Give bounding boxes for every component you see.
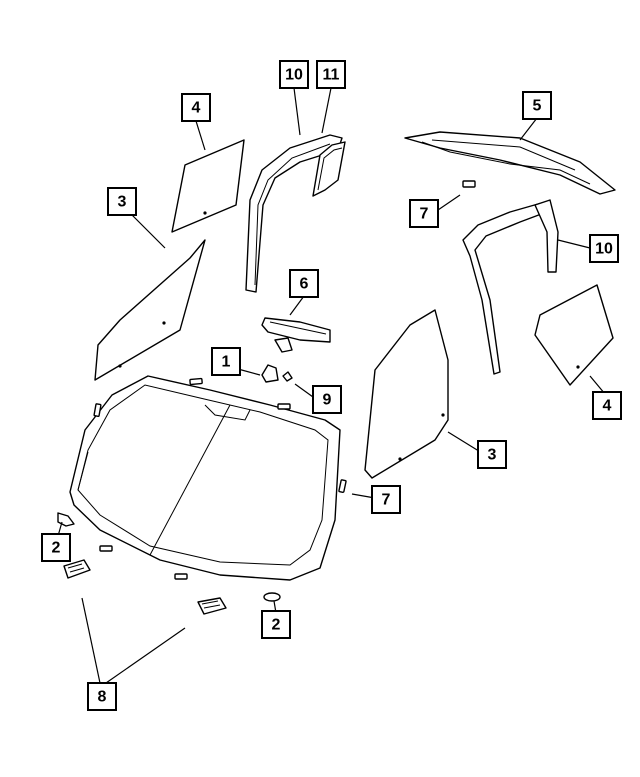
callout-3-left: 3 xyxy=(107,187,137,216)
callout-10-right: 10 xyxy=(589,234,619,263)
front-door-glass-right xyxy=(364,309,449,479)
svg-text:9: 9 xyxy=(323,392,332,409)
glass-spacers xyxy=(93,180,476,580)
small-clip-part xyxy=(282,371,293,382)
callout-3-right: 3 xyxy=(477,440,507,469)
svg-text:6: 6 xyxy=(300,276,309,293)
callout-2-right: 2 xyxy=(261,610,291,639)
callout-11: 11 xyxy=(316,60,346,89)
svg-text:2: 2 xyxy=(52,540,61,557)
door-frame-weatherstrip-left xyxy=(245,134,346,293)
svg-text:4: 4 xyxy=(603,398,612,415)
callout-7-top: 7 xyxy=(409,199,439,228)
leader-lines xyxy=(57,87,606,684)
front-door-glass-left xyxy=(94,239,206,381)
rearview-mirror xyxy=(261,317,331,353)
svg-text:10: 10 xyxy=(595,241,613,258)
svg-text:8: 8 xyxy=(98,689,107,706)
mirror-mount-bracket xyxy=(261,364,279,383)
svg-text:1: 1 xyxy=(222,354,231,371)
callout-4-left: 4 xyxy=(181,93,211,122)
windshield-glass xyxy=(69,375,341,581)
callout-5: 5 xyxy=(522,91,552,120)
callout-6: 6 xyxy=(289,269,319,298)
rear-window-glass xyxy=(404,131,616,195)
callout-9: 9 xyxy=(312,385,342,414)
svg-text:7: 7 xyxy=(420,206,429,223)
svg-text:4: 4 xyxy=(192,100,201,117)
callout-4-right: 4 xyxy=(592,391,622,420)
svg-text:7: 7 xyxy=(382,492,391,509)
quarter-glass-right xyxy=(534,284,614,386)
door-frame-weatherstrip-right xyxy=(462,199,559,375)
callout-1: 1 xyxy=(211,347,241,376)
svg-text:2: 2 xyxy=(272,617,281,634)
svg-text:5: 5 xyxy=(533,98,542,115)
callout-8: 8 xyxy=(87,682,117,711)
svg-text:10: 10 xyxy=(285,67,303,84)
callout-10-left: 10 xyxy=(279,60,309,89)
quarter-glass-left xyxy=(171,139,245,233)
svg-text:3: 3 xyxy=(118,194,127,211)
svg-text:11: 11 xyxy=(323,67,340,84)
svg-text:3: 3 xyxy=(488,447,497,464)
callout-2-left: 2 xyxy=(41,533,71,562)
callout-7-bottom: 7 xyxy=(371,485,401,514)
windshield-brackets xyxy=(63,559,227,615)
